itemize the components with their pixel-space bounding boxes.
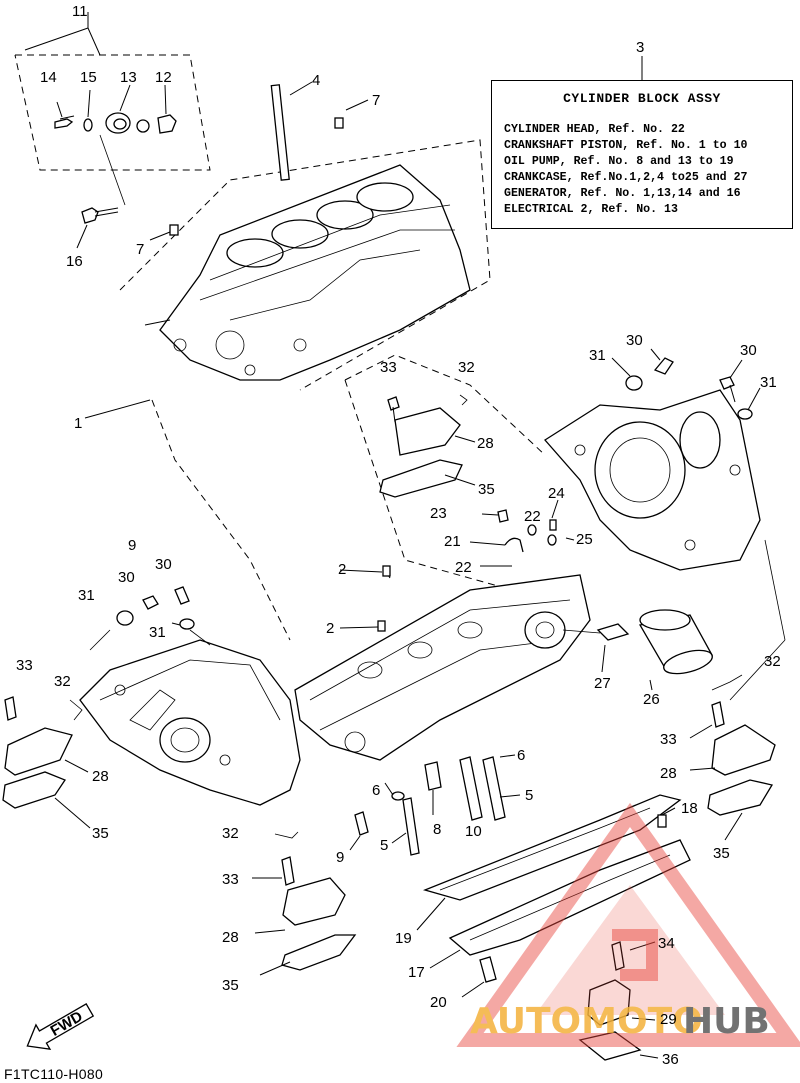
info-box-lines: CYLINDER HEAD, Ref. No. 22 CRANKSHAFT PI… <box>504 122 748 219</box>
callout-22-a: 22 <box>524 508 541 525</box>
callout-33-a: 33 <box>380 359 397 376</box>
callout-4: 4 <box>312 72 320 89</box>
callout-28-a: 28 <box>477 435 494 452</box>
fittings-21-25 <box>469 499 575 567</box>
bolts-washers-right <box>611 348 761 420</box>
callout-14: 14 <box>40 69 57 86</box>
callout-35-c: 35 <box>713 845 730 862</box>
oil-pan-17 <box>429 807 691 969</box>
bolts-washers-left <box>89 586 211 651</box>
callout-26: 26 <box>643 691 660 708</box>
callout-9-a: 9 <box>128 537 136 554</box>
callout-9-b: 9 <box>336 849 344 866</box>
callout-8: 8 <box>433 821 441 838</box>
fwd-arrow-icon: FWD <box>26 1003 95 1050</box>
callout-31-d: 31 <box>149 624 166 641</box>
callout-35-b: 35 <box>92 825 109 842</box>
callout-5-a: 5 <box>525 787 533 804</box>
info-line: OIL PUMP, Ref. No. 8 and 13 to 19 <box>504 155 734 169</box>
callout-32-b: 32 <box>54 673 71 690</box>
callout-6-b: 6 <box>372 782 380 799</box>
dowel-pins-7 <box>149 99 369 241</box>
callout-30-b: 30 <box>740 342 757 359</box>
callout-35-d: 35 <box>222 977 239 994</box>
sensor-29 <box>578 941 659 1061</box>
generator-cover <box>544 389 761 571</box>
callout-28-b: 28 <box>92 768 109 785</box>
callout-6-a: 6 <box>517 747 525 764</box>
callout-31-b: 31 <box>760 374 777 391</box>
automotohub-watermark: AUTOMOTO HUB <box>456 802 800 1047</box>
callout-13: 13 <box>120 69 137 86</box>
callout-18: 18 <box>681 800 698 817</box>
crankcase-cover-left <box>79 639 301 806</box>
callout-27: 27 <box>594 675 611 692</box>
fitting-27 <box>562 623 630 673</box>
callout-12: 12 <box>155 69 172 86</box>
plate-28-right <box>689 674 776 841</box>
bolt-20 <box>461 956 497 998</box>
callout-34: 34 <box>658 935 675 952</box>
callout-33-c: 33 <box>660 731 677 748</box>
plate-28-lower <box>252 831 357 976</box>
callout-35-a: 35 <box>478 481 495 498</box>
bolt-16 <box>76 207 119 249</box>
plate-28-left <box>2 696 91 829</box>
cylinder-block-info-box: CYLINDER BLOCK ASSY CYLINDER HEAD, Ref. … <box>491 80 793 229</box>
callout-17: 17 <box>408 964 425 981</box>
info-line: CYLINDER HEAD, Ref. No. 22 <box>504 123 685 136</box>
oil-pan-gasket-19 <box>416 794 682 931</box>
info-box-title: CYLINDER BLOCK ASSY <box>563 91 721 106</box>
callout-5-b: 5 <box>380 837 388 854</box>
callout-21: 21 <box>444 533 461 550</box>
callout-20: 20 <box>430 994 447 1011</box>
callout-15: 15 <box>80 69 97 86</box>
callout-23: 23 <box>430 505 447 522</box>
watermark-text-right: HUB <box>683 1001 770 1042</box>
callout-7-top: 7 <box>372 92 380 109</box>
callout-30-d: 30 <box>155 556 172 573</box>
oil-filter-26 <box>638 609 713 691</box>
callout-31-a: 31 <box>589 347 606 364</box>
crankcase-lower <box>294 565 591 761</box>
callout-22-b: 22 <box>455 559 472 576</box>
callout-32-a: 32 <box>458 359 475 376</box>
callout-29: 29 <box>660 1011 677 1028</box>
info-line: CRANKCASE, Ref.No.1,2,4 to25 and 27 <box>504 171 748 185</box>
figure-code: F1TC110-H080 <box>4 1066 104 1082</box>
callout-11: 11 <box>72 3 88 20</box>
callout-36: 36 <box>662 1051 679 1068</box>
callout-2-a: 2 <box>338 561 346 578</box>
callout-30-a: 30 <box>626 332 643 349</box>
info-line: GENERATOR, Ref. No. 1,13,14 and 16 <box>504 187 741 201</box>
plate-28-upper <box>379 396 476 498</box>
cylinder-block <box>119 139 491 391</box>
callout-19: 19 <box>395 930 412 947</box>
callout-2-b: 2 <box>326 620 334 637</box>
callout-labels: 11 14 15 13 12 16 4 7 7 3 1 30 30 31 31 … <box>16 3 781 1068</box>
callout-28-d: 28 <box>222 929 239 946</box>
small-parts-12-15 <box>54 84 177 206</box>
callout-33-b: 33 <box>16 657 33 674</box>
callout-3: 3 <box>636 39 644 56</box>
callout-24: 24 <box>548 485 565 502</box>
callout-28-c: 28 <box>660 765 677 782</box>
stud-bolt-4 <box>270 81 313 181</box>
bolts-lower <box>349 754 521 856</box>
watermark-text-left: AUTOMOTO <box>470 1001 703 1042</box>
callout-7-left: 7 <box>136 241 144 258</box>
callout-33-d: 33 <box>222 871 239 888</box>
info-line: ELECTRICAL 2, Ref. No. 13 <box>504 203 678 217</box>
callout-31-c: 31 <box>78 587 95 604</box>
callout-30-c: 30 <box>118 569 135 586</box>
callout-32-c: 32 <box>764 653 781 670</box>
callout-10: 10 <box>465 823 482 840</box>
callout-32-d: 32 <box>222 825 239 842</box>
group-box-11 <box>14 12 211 171</box>
callout-1: 1 <box>74 415 82 432</box>
callout-25: 25 <box>576 531 593 548</box>
info-line: CRANKSHAFT PISTON, Ref. No. 1 to 10 <box>504 139 748 153</box>
callout-16: 16 <box>66 253 83 270</box>
